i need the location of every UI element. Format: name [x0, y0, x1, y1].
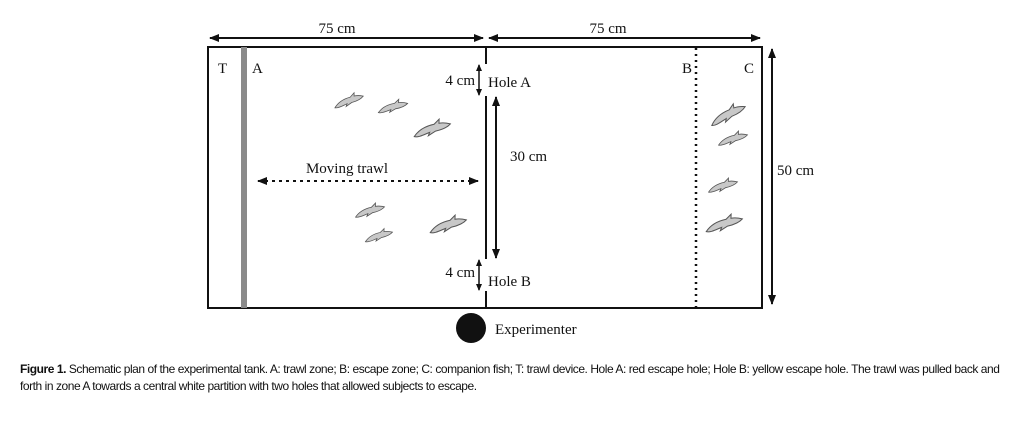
caption-label: Figure 1.	[20, 362, 66, 376]
hole-a-label: Hole A	[488, 75, 531, 91]
fish-icon	[332, 90, 366, 110]
caption-text: Schematic plan of the experimental tank.…	[20, 362, 1000, 393]
fish-icon	[363, 226, 394, 244]
fish-icon	[706, 99, 749, 128]
zone-c-label: C	[744, 61, 754, 77]
zone-b-label: B	[682, 61, 692, 77]
height-label: 50 cm	[777, 163, 814, 179]
moving-trawl-label: Moving trawl	[306, 161, 388, 177]
fish-icon	[376, 97, 409, 115]
fish-icon	[716, 129, 750, 148]
hole-b-size-label: 4 cm	[445, 265, 475, 281]
zone-t-label: T	[218, 61, 227, 77]
figure-caption: Figure 1. Schematic plan of the experime…	[20, 361, 1020, 395]
hole-a-size-label: 4 cm	[445, 73, 475, 89]
zone-a-label: A	[252, 61, 263, 77]
fish-icon	[706, 176, 740, 195]
trawl-device-bar	[241, 47, 247, 308]
hole-b-label: Hole B	[488, 274, 531, 290]
fish-icon	[353, 201, 387, 220]
experimenter-marker	[456, 313, 486, 343]
fish-icon	[411, 116, 453, 140]
width-label-right: 75 cm	[589, 21, 626, 37]
experimenter-label: Experimenter	[495, 322, 577, 338]
fish-icon	[427, 212, 469, 236]
width-label-left: 75 cm	[318, 21, 355, 37]
fish-icon	[703, 211, 745, 235]
partition-span-label: 30 cm	[510, 149, 547, 165]
